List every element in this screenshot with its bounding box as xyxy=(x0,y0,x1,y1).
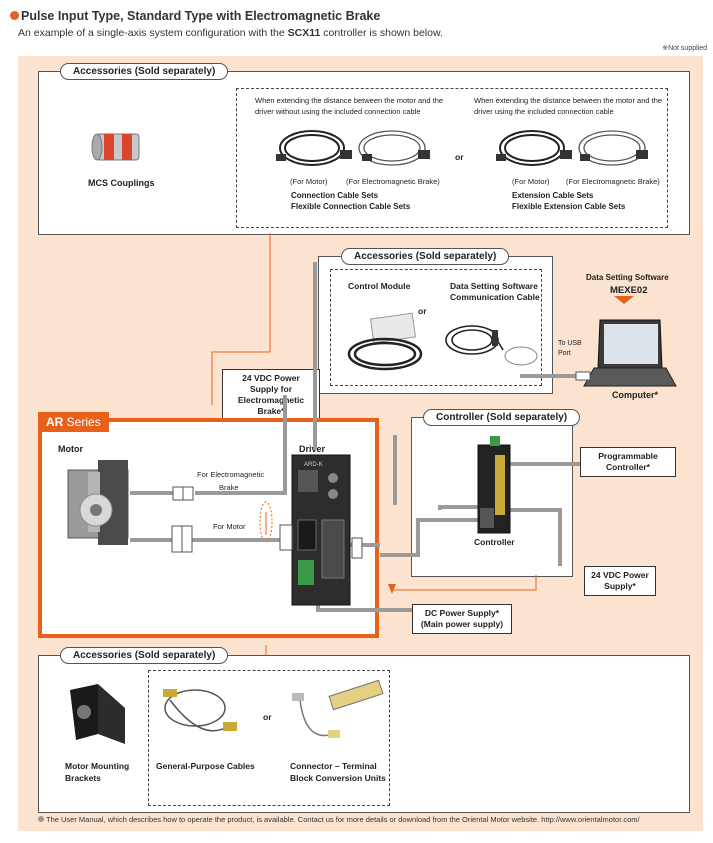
motor-cable-coil-icon xyxy=(279,130,345,166)
right-desc-1: When extending the distance between the … xyxy=(474,96,663,105)
terminal-label-2: Block Conversion Units xyxy=(290,773,386,783)
brake-supply-line2: Electromagnetic Brake* xyxy=(237,395,305,417)
mid-accessories-panel xyxy=(318,256,553,394)
coupling-icon xyxy=(91,133,140,161)
not-supplied-note: ※Not supplied xyxy=(662,45,707,52)
coupling-label: MCS Couplings xyxy=(88,178,155,188)
top-accessories-tab: Accessories (Sold separately) xyxy=(60,63,229,80)
right-cable-set-name-1: Extension Cable Sets xyxy=(512,191,594,200)
dc-power-supply-box: DC Power Supply*(Main power supply) xyxy=(412,604,512,635)
plc-line2: Controller* xyxy=(606,462,650,473)
mid-accessories-tab: Accessories (Sold separately) xyxy=(341,248,510,265)
usb-label-2: Port xyxy=(558,350,571,357)
mid-dashed-box xyxy=(330,269,542,386)
right-cable-set-name-2: Flexible Extension Cable Sets xyxy=(512,202,626,211)
title-text: Pulse Input Type, Standard Type with Ele… xyxy=(21,9,381,23)
comm-cable-label-2: Communication Cable xyxy=(450,292,540,302)
right-for-motor: (For Motor) xyxy=(512,177,550,186)
bottom-accessories-tab: Accessories (Sold separately) xyxy=(60,647,229,664)
brake-cable-label-2: Brake xyxy=(219,483,239,492)
footer-bullet-icon xyxy=(38,816,44,822)
extension-motor-cable-coil-icon xyxy=(499,130,565,166)
brake-supply-line1: 24 VDC Power Supply for xyxy=(242,373,300,395)
footer-note: The User Manual, which describes how to … xyxy=(38,815,640,824)
comm-cable-label-1: Data Setting Software xyxy=(450,281,538,291)
driver-label: Driver xyxy=(299,444,326,454)
ar-series-frame xyxy=(38,418,379,638)
left-desc-2: driver without using the included connec… xyxy=(255,107,421,116)
left-desc-1: When extending the distance between the … xyxy=(255,96,444,105)
computer-label: Computer* xyxy=(612,390,659,400)
right-desc-2: driver using the included connection cab… xyxy=(474,107,614,116)
subtitle-post: controller is shown below. xyxy=(320,27,443,39)
brackets-label-2: Brackets xyxy=(65,773,101,783)
right-for-brake: (For Electromagnetic Brake) xyxy=(566,177,660,186)
control-module-label: Control Module xyxy=(348,281,411,291)
controller-tab: Controller (Sold separately) xyxy=(423,409,581,426)
vdc24-line1: 24 VDC Power xyxy=(591,570,649,580)
left-cable-set-name-1: Connection Cable Sets xyxy=(291,191,379,200)
coupling-model: MCS xyxy=(88,178,108,188)
controller-panel xyxy=(411,417,573,577)
software-label: Data Setting Software xyxy=(586,273,669,282)
vdc24-line2: Supply* xyxy=(604,581,636,592)
subtitle-model: SCX11 xyxy=(287,27,321,39)
mid-or-label: or xyxy=(418,306,427,316)
footer-text: The User Manual, which describes how to … xyxy=(46,815,640,824)
ar-series-word: Series xyxy=(63,415,101,429)
extension-brake-cable-coil-icon xyxy=(578,130,646,166)
left-cable-set-name-2: Flexible Connection Cable Sets xyxy=(291,202,411,211)
terminal-label-1: Connector – Terminal xyxy=(290,761,377,771)
dc-supply-line2: (Main power supply) xyxy=(420,619,504,630)
plc-line1: Programmable xyxy=(598,451,658,461)
coupling-name: Couplings xyxy=(108,178,155,188)
motor-cable-label: For Motor xyxy=(213,522,246,531)
subtitle-pre: An example of a single-axis system confi… xyxy=(18,27,288,39)
bottom-or-label: or xyxy=(263,712,272,722)
brake-cable-label-1: For Electromagnetic xyxy=(197,470,265,479)
ar-series-model: AR xyxy=(46,415,64,429)
page-title: Pulse Input Type, Standard Type with Ele… xyxy=(10,9,380,23)
usb-label-1: To USB xyxy=(558,340,582,347)
general-cables-label: General-Purpose Cables xyxy=(156,761,255,771)
top-or-label: or xyxy=(455,152,464,162)
motor-label: Motor xyxy=(58,444,83,454)
top-accessories-panel xyxy=(38,71,690,235)
software-name: MEXE02 xyxy=(610,285,648,296)
left-for-motor: (For Motor) xyxy=(290,177,328,186)
page-subtitle: An example of a single-axis system confi… xyxy=(18,27,443,39)
ar-series-tab: AR Series xyxy=(38,412,109,432)
controller-label: Controller xyxy=(474,537,515,547)
cable-sets-dashed-box xyxy=(236,88,668,228)
dc-supply-line1: DC Power Supply* xyxy=(424,608,500,618)
brackets-label-1: Motor Mounting xyxy=(65,761,130,771)
brake-cable-coil-icon xyxy=(358,130,426,166)
bottom-dashed-box xyxy=(148,670,390,806)
left-for-brake: (For Electromagnetic Brake) xyxy=(346,177,440,186)
bullet-icon xyxy=(10,11,19,20)
